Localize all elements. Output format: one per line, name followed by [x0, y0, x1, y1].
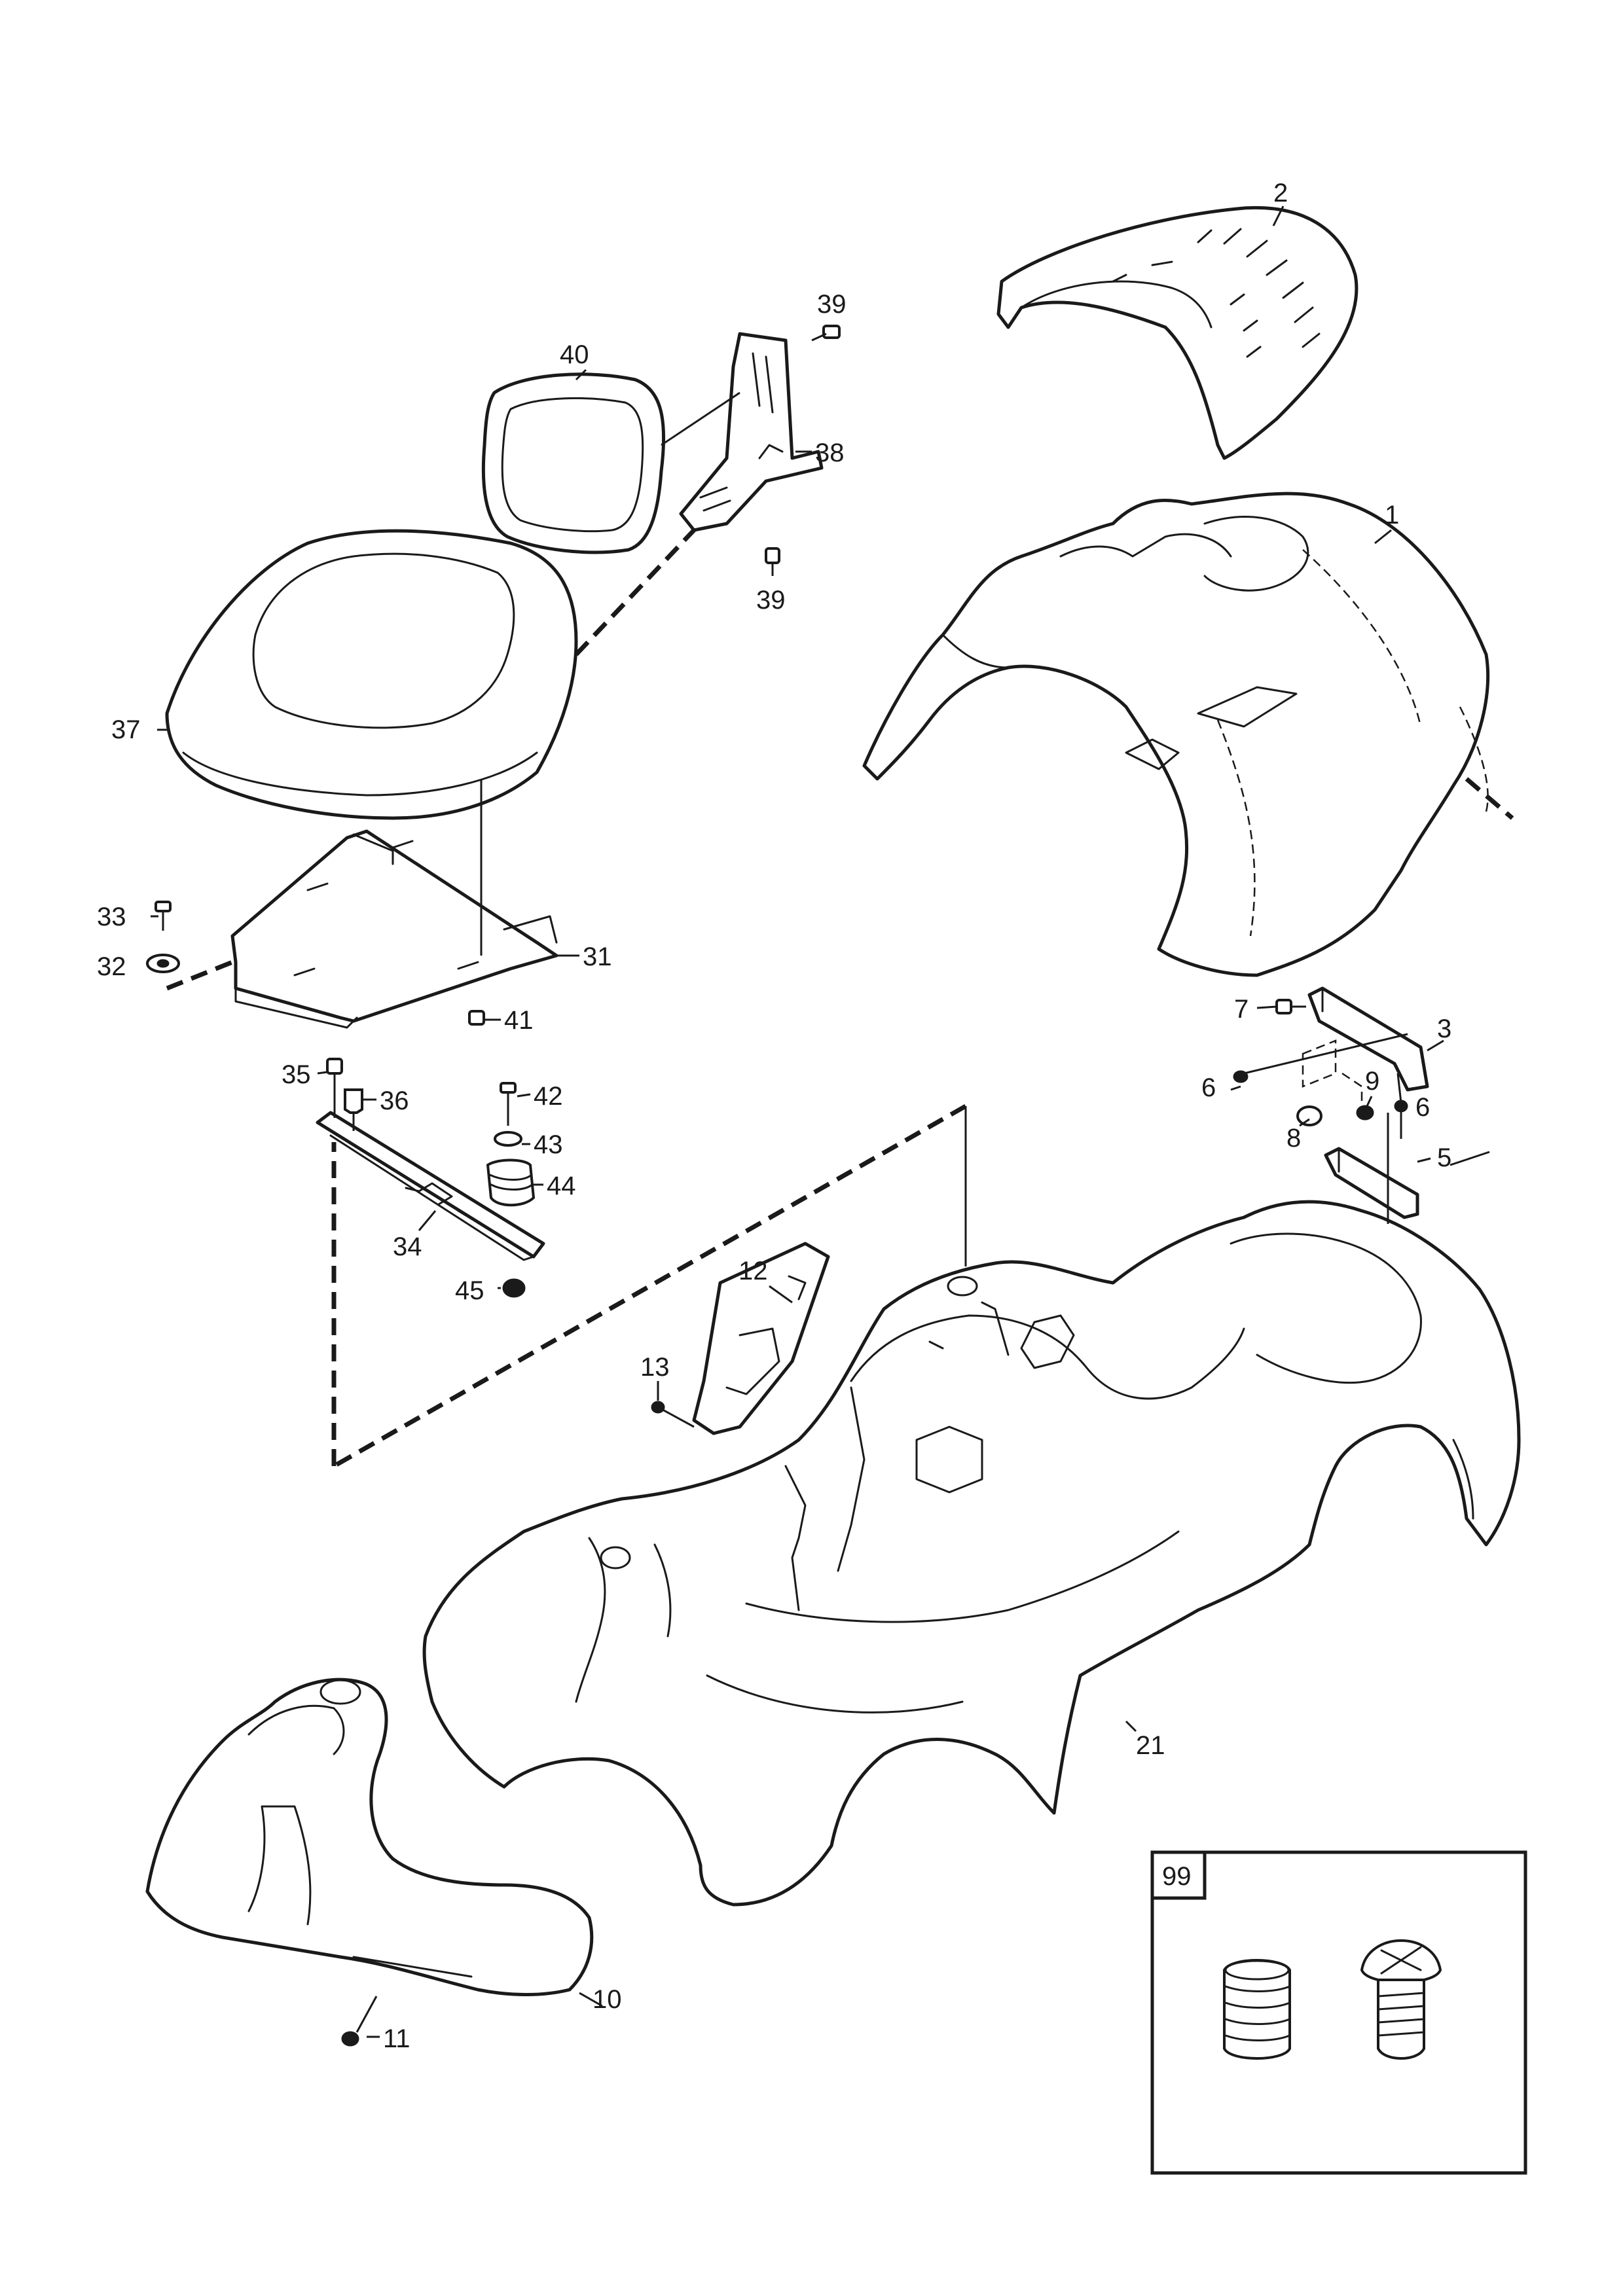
callout-6-right: 6 — [1415, 1093, 1430, 1122]
callout-38: 38 — [815, 439, 845, 467]
part-99-screw[interactable] — [1360, 1939, 1442, 2060]
part-3-bracket[interactable] — [1307, 986, 1429, 1092]
part-31-seat-base-plate[interactable] — [230, 829, 558, 1029]
callout-42: 42 — [534, 1082, 563, 1111]
part-41-screw[interactable] — [468, 1010, 485, 1026]
callout-5: 5 — [1437, 1143, 1451, 1172]
callout-1: 1 — [1385, 501, 1399, 529]
callout-34: 34 — [393, 1232, 422, 1261]
callout-11: 11 — [383, 2024, 410, 2053]
callout-6-left: 6 — [1201, 1073, 1216, 1102]
callout-40: 40 — [560, 340, 589, 369]
part-45-nut[interactable] — [502, 1278, 526, 1298]
callout-13: 13 — [640, 1353, 670, 1382]
callout-3: 3 — [1437, 1014, 1451, 1043]
part-1-rear-body-shell[interactable] — [862, 492, 1489, 977]
part-13-screw[interactable] — [651, 1401, 695, 1428]
rail-to-body-line — [333, 1103, 967, 1469]
callout-44: 44 — [547, 1172, 576, 1200]
callout-35: 35 — [282, 1060, 311, 1089]
callout-43: 43 — [534, 1130, 563, 1159]
part-12-control-plate[interactable] — [692, 1242, 830, 1435]
callout-2: 2 — [1273, 179, 1288, 207]
part-39-screw-upper[interactable] — [811, 325, 841, 342]
seat-to-backrest-line — [574, 528, 696, 656]
part-32-washer[interactable] — [146, 954, 180, 973]
part-40-backrest-pad[interactable] — [481, 372, 666, 554]
callout-39-upper: 39 — [817, 290, 847, 319]
callout-99: 99 — [1162, 1862, 1192, 1891]
callout-21: 21 — [1136, 1731, 1165, 1760]
part-38-backrest-bracket[interactable] — [679, 332, 824, 532]
callout-9: 9 — [1365, 1067, 1379, 1096]
part-33-screw[interactable] — [155, 901, 172, 931]
callout-32: 32 — [97, 952, 126, 981]
callout-39-lower: 39 — [756, 586, 786, 615]
callout-33: 33 — [97, 903, 126, 931]
part-43-washer[interactable] — [494, 1131, 522, 1147]
detail-box-99 — [1150, 1850, 1527, 2175]
callout-7: 7 — [1234, 995, 1249, 1024]
part-42-screw[interactable] — [500, 1082, 517, 1126]
part-8-washer[interactable] — [1296, 1105, 1322, 1126]
part-39-screw-lower[interactable] — [765, 547, 780, 576]
part-44-spring[interactable] — [486, 1158, 536, 1207]
callout-31: 31 — [583, 942, 612, 971]
shell-side-line — [1465, 777, 1514, 820]
plate-to-body-line — [166, 960, 234, 991]
callout-12: 12 — [739, 1257, 768, 1285]
part-2-rear-top-cover[interactable] — [996, 206, 1359, 460]
part-9-nut[interactable] — [1356, 1105, 1374, 1121]
callout-36: 36 — [380, 1086, 409, 1115]
part-37-seat[interactable] — [165, 529, 578, 820]
part-6-screw-left[interactable] — [1233, 1070, 1249, 1083]
part-99-threaded-insert[interactable] — [1223, 1959, 1291, 2060]
part-21-main-body[interactable] — [422, 1200, 1521, 1907]
callout-41: 41 — [504, 1006, 534, 1035]
part-6-screw-right[interactable] — [1394, 1100, 1408, 1139]
callout-8: 8 — [1286, 1124, 1301, 1153]
part-10-front-cover[interactable] — [145, 1677, 594, 1996]
part-35-screw[interactable] — [326, 1058, 343, 1118]
part-34-rail-bracket[interactable] — [316, 1111, 545, 1261]
part-5-bracket[interactable] — [1324, 1147, 1419, 1219]
callout-45: 45 — [455, 1276, 484, 1305]
part-7-screw[interactable] — [1275, 999, 1306, 1014]
part-11-screw[interactable] — [341, 1996, 378, 2047]
callout-10: 10 — [593, 1985, 622, 2014]
callout-37: 37 — [111, 715, 141, 744]
part-36-pin[interactable] — [344, 1088, 363, 1131]
